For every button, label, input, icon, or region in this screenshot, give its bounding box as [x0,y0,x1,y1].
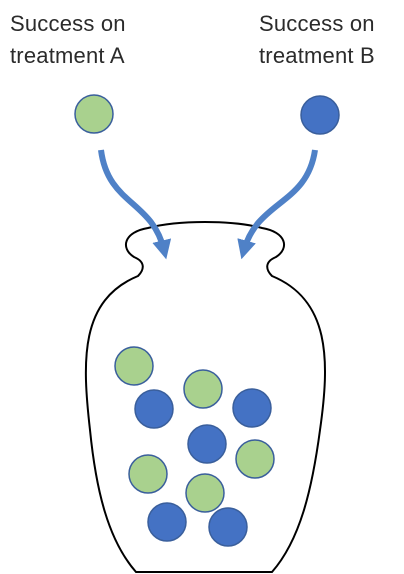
ball-green [236,440,274,478]
ball-blue-incoming [301,96,339,134]
ball-green [129,455,167,493]
ball-blue [148,503,186,541]
ball-blue [233,389,271,427]
ball-blue [188,425,226,463]
ball-blue [209,508,247,546]
ball-green [186,474,224,512]
ball-blue [135,390,173,428]
ball-green [115,347,153,385]
ball-green-incoming [75,95,113,133]
ball-green [184,370,222,408]
